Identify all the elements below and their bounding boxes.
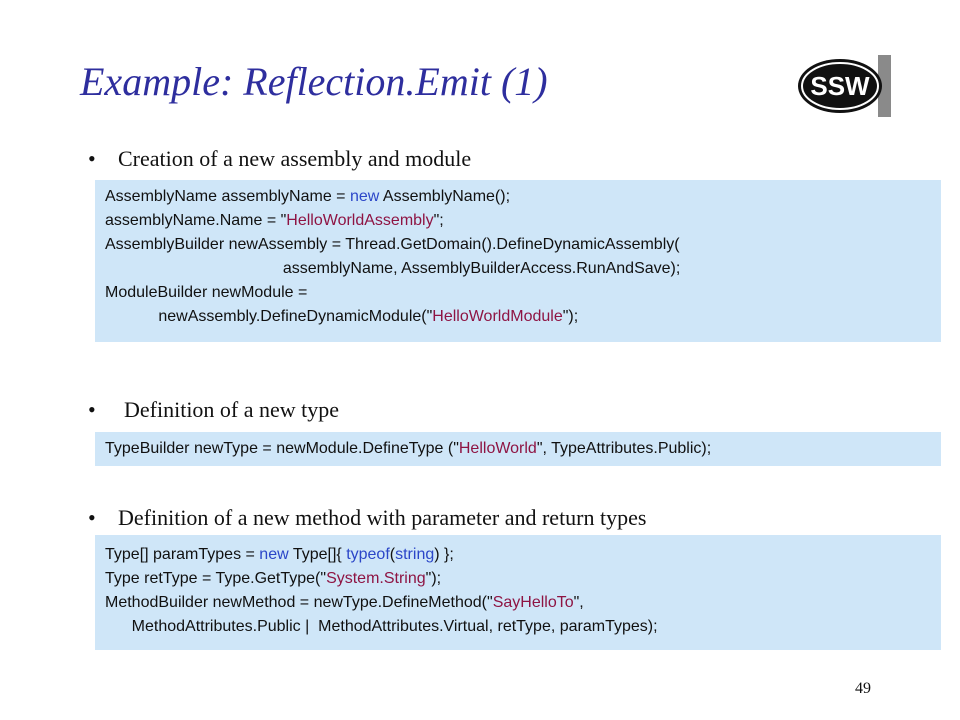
bullet-item: • Definition of a new type	[88, 397, 339, 423]
bullet-text: Creation of a new assembly and module	[118, 146, 472, 171]
slide-title: Example: Reflection.Emit (1)	[80, 59, 548, 104]
code-line: Type retType = Type.GetType("System.Stri…	[105, 570, 442, 587]
code-line: assemblyName, AssemblyBuilderAccess.RunA…	[105, 260, 681, 277]
code-block-type: TypeBuilder newType = newModule.DefineTy…	[95, 432, 941, 466]
code-line: MethodAttributes.Public | MethodAttribut…	[105, 618, 658, 635]
code-line: Type[] paramTypes = new Type[]{ typeof(s…	[105, 546, 454, 563]
code-line: ModuleBuilder newModule =	[105, 284, 308, 301]
bullet-marker: •	[88, 505, 96, 530]
code-line: assemblyName.Name = "HelloWorldAssembly"…	[105, 212, 444, 229]
code-line: AssemblyName assemblyName = new Assembly…	[105, 188, 511, 205]
bullet-text: Definition of a new type	[124, 397, 340, 422]
bullet-text: Definition of a new method with paramete…	[118, 505, 647, 530]
bullet-item: • Definition of a new method with paramet…	[88, 505, 646, 531]
code-line: AssemblyBuilder newAssembly = Thread.Get…	[105, 236, 680, 253]
bullet-marker: •	[88, 146, 96, 171]
code-block-assembly: AssemblyName assemblyName = new Assembly…	[95, 180, 941, 342]
code-line: MethodBuilder newMethod = newType.Define…	[105, 594, 584, 611]
code-line: TypeBuilder newType = newModule.DefineTy…	[105, 440, 712, 457]
ssw-logo: SSW	[796, 55, 891, 117]
bullet-item: • Creation of a new assembly and module	[88, 146, 471, 172]
bullet-marker: •	[88, 397, 96, 422]
code-block-method: Type[] paramTypes = new Type[]{ typeof(s…	[95, 535, 941, 650]
logo-text: SSW	[810, 71, 870, 101]
code-line: newAssembly.DefineDynamicModule("HelloWo…	[105, 308, 579, 325]
page-number: 49	[855, 680, 871, 697]
